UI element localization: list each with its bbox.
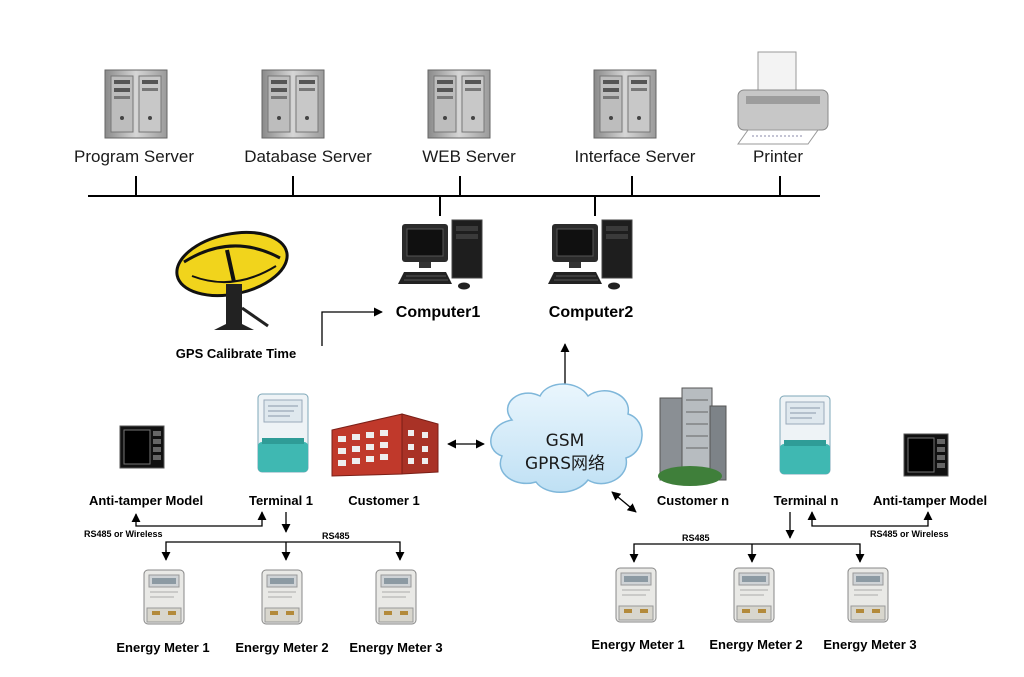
rs485-label: RS485 <box>322 531 350 541</box>
customer-label: Customer 1 <box>348 493 420 508</box>
terminal-icon <box>257 393 309 473</box>
customer-label: Customer n <box>657 493 729 508</box>
web-server-label: WEB Server <box>422 147 516 166</box>
computer1-icon <box>397 219 483 290</box>
energy-meter-label: Energy Meter 1 <box>591 637 684 652</box>
terminal-icon <box>779 395 831 475</box>
terminal-label: Terminal n <box>774 493 839 508</box>
server-row <box>104 51 829 145</box>
program-server-label: Program Server <box>74 147 194 166</box>
energy-meter-label: Energy Meter 3 <box>823 637 916 652</box>
rs485-wireless-link <box>807 511 933 527</box>
satellite-dish-icon <box>175 230 289 330</box>
energy-meter-label: Energy Meter 1 <box>116 640 209 655</box>
rs485-label: RS485 <box>682 533 710 543</box>
energy-meter-icon <box>261 569 303 625</box>
rs485-wireless-link <box>131 511 267 527</box>
interface-server-icon <box>593 69 657 139</box>
cloud-line2: GPRS网络 <box>525 454 605 474</box>
program-server-icon <box>104 69 168 139</box>
rs485-wireless-label: RS485 or Wireless <box>84 529 162 539</box>
database-server-label: Database Server <box>244 147 372 166</box>
energy-meter-icon <box>615 567 657 623</box>
right-site: Customer n Terminal n Anti-tamper Model … <box>591 387 987 652</box>
database-server-icon <box>261 69 325 139</box>
energy-meter-icon <box>733 567 775 623</box>
web-server-icon <box>427 69 491 139</box>
building-icon <box>331 413 439 477</box>
interface-server-label: Interface Server <box>575 147 696 166</box>
gps-to-computer1-arrow <box>321 307 383 346</box>
rs485-bus <box>633 543 861 556</box>
computer2-icon <box>547 219 633 290</box>
energy-meter-icon <box>847 567 889 623</box>
gsm-cloud: GSM GPRS网络 <box>490 383 643 493</box>
rs485-bus <box>165 541 401 558</box>
rs485-wireless-label: RS485 or Wireless <box>870 529 948 539</box>
anti-tamper-icon <box>119 425 165 469</box>
gps-label: GPS Calibrate Time <box>176 346 296 361</box>
cloud-line1: GSM <box>546 431 585 451</box>
anti-tamper-label: Anti-tamper Model <box>89 493 203 508</box>
lan-bus <box>88 176 820 216</box>
computer1-label: Computer1 <box>396 304 481 321</box>
energy-meter-label: Energy Meter 2 <box>709 637 802 652</box>
terminal-label: Terminal 1 <box>249 493 313 508</box>
left-site: Anti-tamper Model Terminal 1 Customer 1 … <box>84 393 443 655</box>
printer-label: Printer <box>753 147 803 166</box>
printer-icon <box>737 51 829 145</box>
cloud-customern-link <box>611 491 637 513</box>
anti-tamper-icon <box>903 433 949 477</box>
building-icon <box>658 387 727 486</box>
energy-meter-icon <box>143 569 185 625</box>
anti-tamper-label: Anti-tamper Model <box>873 493 987 508</box>
energy-meter-icon <box>375 569 417 625</box>
energy-meter-label: Energy Meter 3 <box>349 640 442 655</box>
energy-meter-label: Energy Meter 2 <box>235 640 328 655</box>
computer2-label: Computer2 <box>549 304 634 321</box>
